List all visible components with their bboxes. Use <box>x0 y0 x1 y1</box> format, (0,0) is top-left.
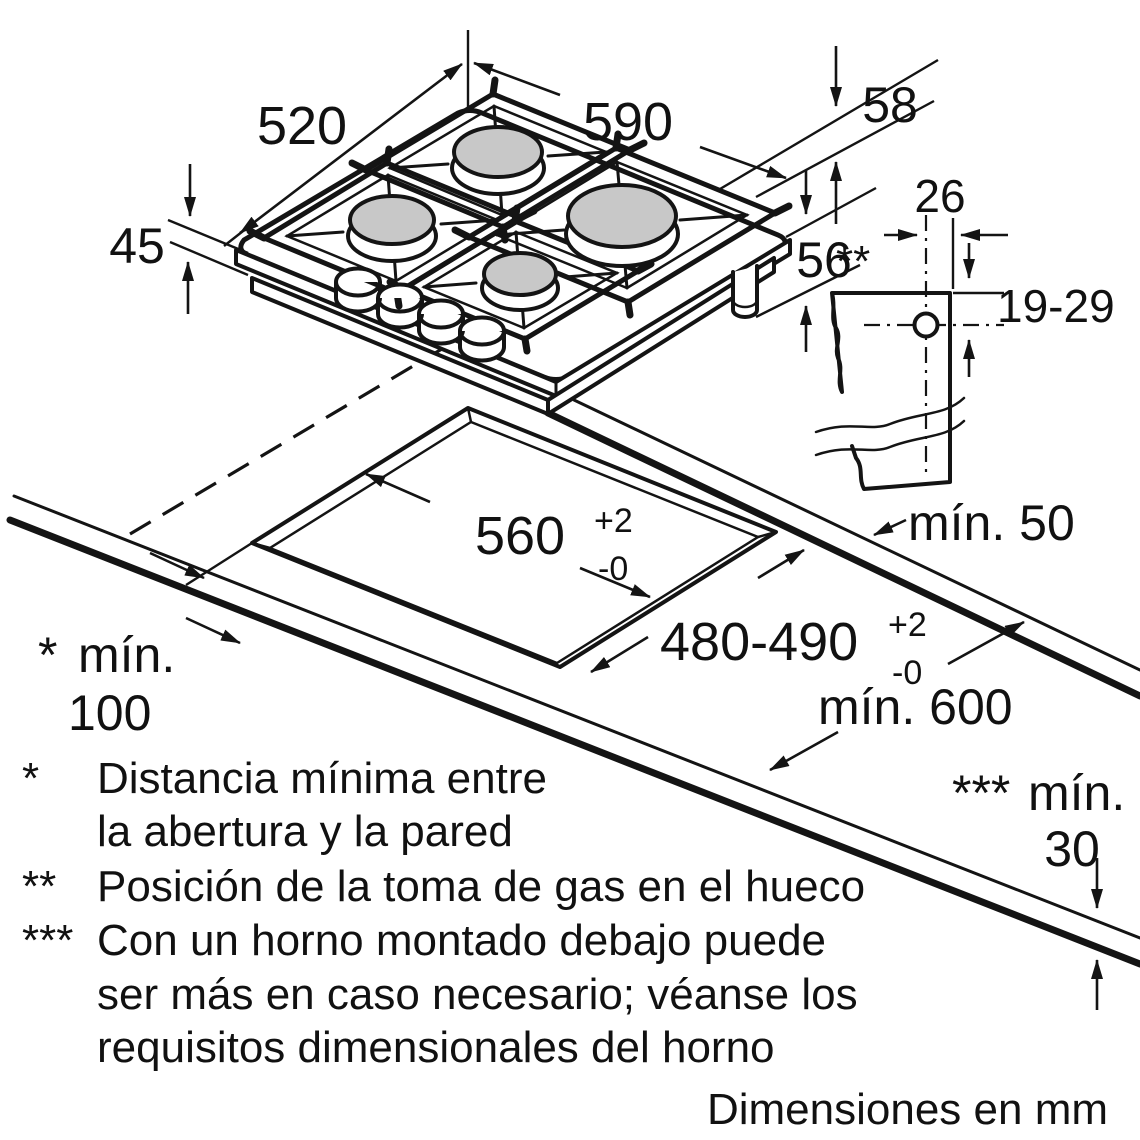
dim-560-cutout-width: 560 +2 -0 <box>365 472 651 599</box>
footnote-line: Distancia mínima entre <box>97 754 547 803</box>
min-600-label: mín. 600 <box>818 679 1013 735</box>
dim-56-install-depth: 56 <box>755 170 877 352</box>
min-30-marker: *** <box>952 765 1010 821</box>
dim-min-600-worktop-depth: mín. 600 <box>769 620 1025 772</box>
cabinet-gas-detail: 26 ** 19-29 <box>814 170 1115 491</box>
dim-520-label: 520 <box>257 96 347 156</box>
dim-45-label: 45 <box>109 218 165 274</box>
dim-56-label: 56 <box>796 232 852 288</box>
worktop-back-edge-bottom <box>544 409 1140 700</box>
dim-590-label: 590 <box>583 92 673 152</box>
footnotes: * Distancia mínima entre la abertura y l… <box>22 754 865 1072</box>
dim-58-label: 58 <box>862 77 918 133</box>
min-100-value: 100 <box>68 685 151 741</box>
footnote-line: Posición de la toma de gas en el hueco <box>97 862 865 911</box>
footnote-line: la abertura y la pared <box>97 807 513 856</box>
footnote-line: Con un horno montado debajo puede <box>97 916 826 965</box>
hob-body-right <box>546 256 776 416</box>
burner-right-large <box>564 183 680 268</box>
min-30-value: 30 <box>1044 821 1100 877</box>
dim-560-sub: -0 <box>598 550 628 588</box>
hob-leg-band <box>731 298 759 309</box>
footnote-marker: *** <box>22 916 73 965</box>
units-note: Dimensiones en mm <box>707 1085 1108 1134</box>
dim-min-30-worktop-thickness: *** mín. 30 <box>952 765 1125 1010</box>
dim-58-rear: 58 <box>755 46 935 224</box>
wall-dashed-line <box>129 341 453 536</box>
break-line <box>814 419 966 457</box>
dim-560-label: 560 <box>475 506 565 566</box>
cutout-inner-edge <box>267 420 761 665</box>
footnote-marker: ** <box>22 862 56 911</box>
dim-19-29-label: 19-29 <box>997 280 1115 332</box>
dim-560-sup: +2 <box>594 502 633 540</box>
footnote-line: ser más en caso necesario; véanse los <box>97 970 858 1019</box>
worktop-back-edge-top <box>572 398 1140 672</box>
dim-480-490-cutout-depth: 480-490 +2 -0 <box>590 548 927 692</box>
hob-rear-reference <box>755 99 935 199</box>
control-knobs <box>334 266 506 363</box>
hob-leg <box>731 264 759 319</box>
dim-26-label: 26 <box>914 170 965 222</box>
dim-min-100-wall-distance: * mín. 100 <box>38 551 241 741</box>
cutout-outer-edge <box>250 406 778 669</box>
footnote-marker: * <box>22 754 39 803</box>
cabinet-panel <box>830 291 952 491</box>
burner-left <box>346 194 438 263</box>
dim-min-50-side-clearance: mín. 50 <box>873 495 1075 551</box>
cutout-corner-line <box>756 530 778 539</box>
dim-520-depth: 520 <box>223 30 470 247</box>
footnote-line: requisitos dimensionales del horno <box>97 1023 775 1072</box>
worktop-front-edge-bottom <box>6 516 1140 968</box>
cutout-corner-line <box>250 541 272 550</box>
worktop-cutout <box>185 406 778 669</box>
burner-back <box>450 125 546 196</box>
dim-480-490-sub: -0 <box>892 654 922 692</box>
gas-marker-label: ** <box>836 237 870 286</box>
burner-front <box>480 251 560 312</box>
dim-590-width: 590 <box>473 61 787 180</box>
dim-45-height: 45 <box>109 164 249 314</box>
min-100-marker: * <box>38 627 57 683</box>
min-50-label: mín. 50 <box>908 495 1075 551</box>
dim-19-29-gas-height: 19-29 <box>953 243 1115 377</box>
break-line <box>814 396 966 434</box>
min-30-label: mín. <box>1028 765 1125 821</box>
cutout-corner-line <box>466 406 473 424</box>
dim-480-490-label: 480-490 <box>660 612 858 672</box>
gas-hole <box>912 311 940 339</box>
min-100-label: mín. <box>78 627 175 683</box>
dim-26-gas-offset: 26 ** <box>836 170 1008 289</box>
cutout-edge-extension <box>185 541 253 587</box>
dim-480-490-sup: +2 <box>888 606 927 644</box>
